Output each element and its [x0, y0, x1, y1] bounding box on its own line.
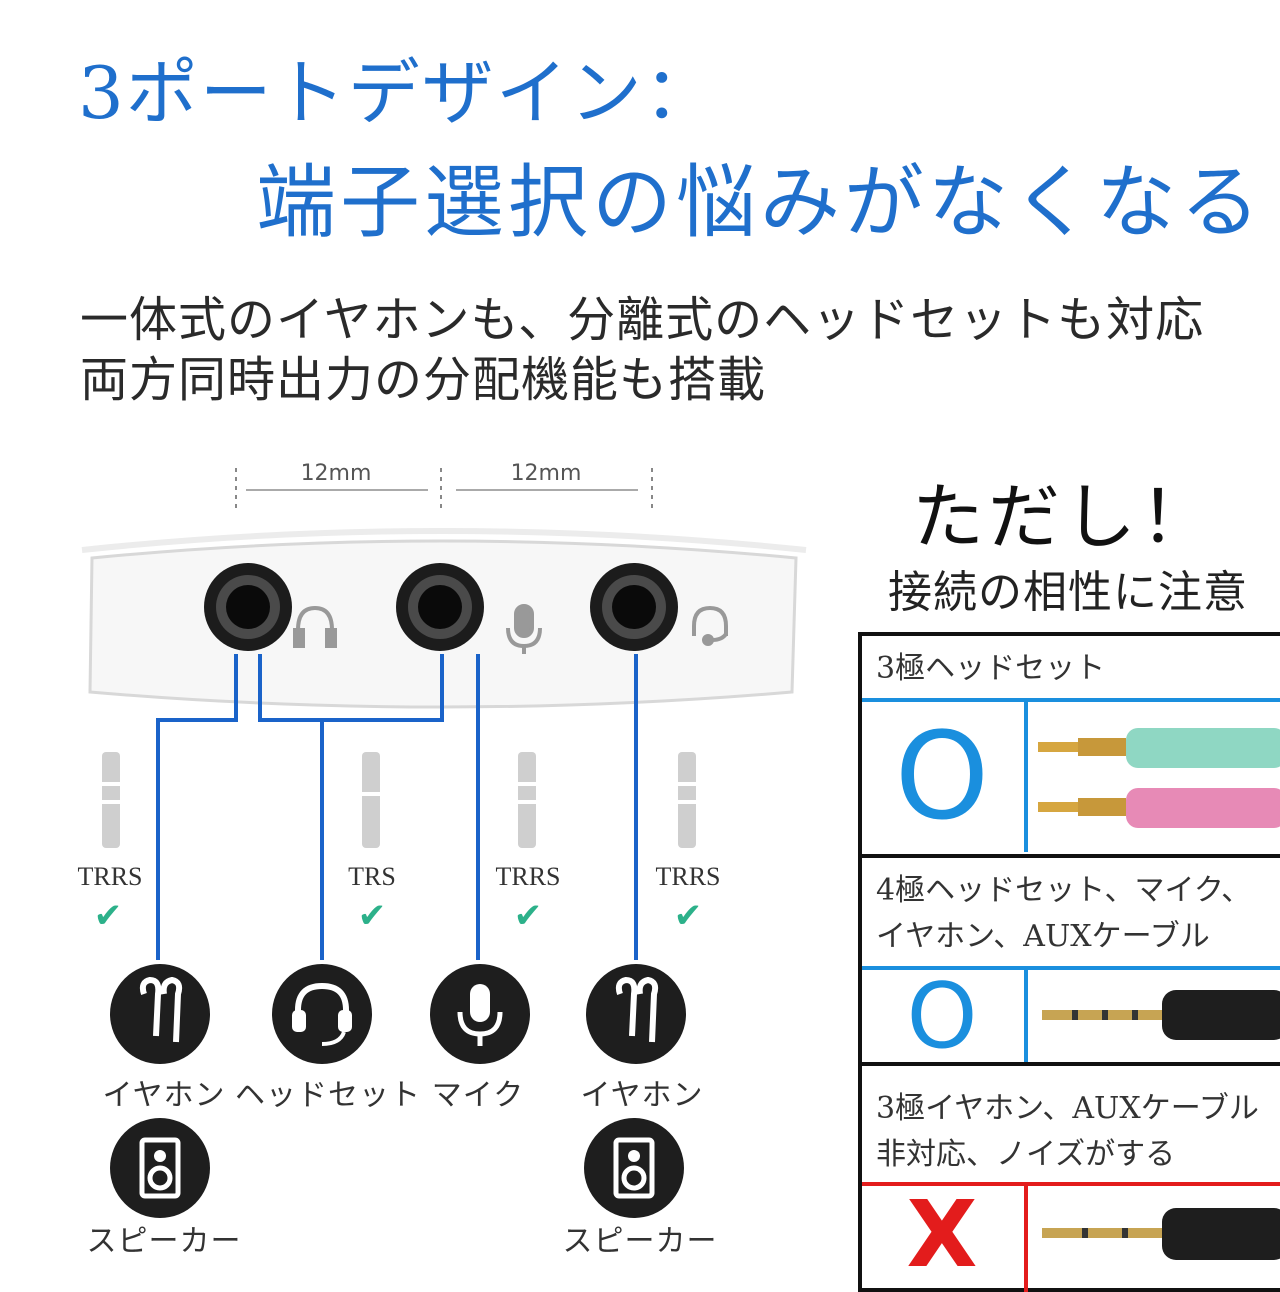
subtitle-line-1: 一体式のイヤホンも、分離式のヘッドセットも対応 — [80, 292, 1205, 348]
check-icon: ✔ — [673, 896, 703, 936]
plug-label-1: TRRS — [77, 862, 143, 891]
row-2-separator — [1024, 970, 1028, 1062]
device-label-speaker: スピーカー — [562, 1224, 718, 1259]
row-2-heading-line-1: 4極ヘッドセット、マイク、 — [876, 873, 1252, 908]
plug-label-4: TRRS — [655, 862, 721, 891]
speaker-icon — [584, 1118, 684, 1218]
ng-mark: X — [906, 1180, 978, 1288]
row-3-body: X — [862, 1180, 1280, 1292]
speaker-icon — [110, 1118, 210, 1218]
spacing-left-label: 12mm — [301, 461, 372, 486]
plug-label-2: TRS — [348, 862, 396, 891]
row-divider — [862, 854, 1280, 858]
3-pole-plugs-image — [1038, 728, 1280, 828]
row-divider — [862, 1062, 1280, 1066]
device-label-earphone: イヤホン — [102, 1078, 226, 1113]
plug-rings — [100, 782, 698, 804]
jack-headset — [590, 563, 678, 651]
title-line-1: 3ポートデザイン： — [78, 51, 718, 135]
3-pole-plug-image — [1042, 1208, 1280, 1260]
row-3-heading-line-1: 3極イヤホン、AUXケーブル — [876, 1091, 1259, 1126]
connection-lines — [156, 654, 638, 960]
row-3-top-line — [862, 1182, 1280, 1186]
row-2-body: O — [862, 963, 1280, 1069]
device-label-headset: ヘッドセット — [235, 1078, 421, 1113]
check-icon: ✔ — [93, 896, 123, 936]
splitter-body-edge — [81, 528, 807, 553]
row-1-body: O — [862, 698, 1280, 854]
row-1-top-line — [862, 698, 1280, 702]
4-pole-plug-image — [1042, 990, 1280, 1040]
device-label-microphone: マイク — [431, 1078, 525, 1113]
row-1-separator — [1024, 702, 1028, 852]
ok-mark: O — [906, 963, 978, 1069]
earphone-icon — [586, 964, 686, 1064]
caution-title: ただし！ — [912, 475, 1217, 559]
row-2-heading-line-2: イヤホン、AUXケーブル — [876, 919, 1210, 954]
caution-subtitle: 接続の相性に注意 — [888, 567, 1248, 618]
device-label-speaker: スピーカー — [86, 1224, 242, 1259]
check-icon: ✔ — [513, 896, 543, 936]
row-2-top-line — [862, 966, 1280, 970]
jack-headphones — [204, 563, 292, 651]
headphones-icon — [293, 605, 337, 648]
headset-icon — [692, 605, 728, 646]
subtitle-line-2: 両方同時出力の分配機能も搭載 — [80, 352, 767, 408]
dimension-markers — [235, 468, 653, 508]
plug-silhouettes — [102, 752, 696, 848]
microphone-icon — [430, 964, 530, 1064]
device-label-earphone: イヤホン — [580, 1078, 704, 1113]
earphone-icon — [110, 964, 210, 1064]
ok-mark: O — [894, 707, 990, 847]
row-1-heading: 3極ヘッドセット — [876, 651, 1106, 686]
title-line-2: 端子選択の悩みがなくなる — [256, 156, 1264, 249]
row-3-heading-line-2: 非対応、ノイズがする — [876, 1137, 1176, 1172]
jack-microphone — [396, 563, 484, 651]
microphone-icon — [506, 604, 542, 654]
spacing-right-label: 12mm — [511, 461, 582, 486]
compatibility-table: 3極ヘッドセット O 4極ヘッドセット、マイク、 イヤホン、AUXケーブル O … — [858, 632, 1280, 1292]
headset-icon — [272, 964, 372, 1064]
splitter-diagram: 12mm 12mm — [0, 440, 860, 1280]
row-3-separator — [1024, 1186, 1028, 1292]
plug-label-3: TRRS — [495, 862, 561, 891]
check-icon: ✔ — [357, 896, 387, 936]
splitter-diagram-graphic: 12mm 12mm — [81, 461, 807, 960]
